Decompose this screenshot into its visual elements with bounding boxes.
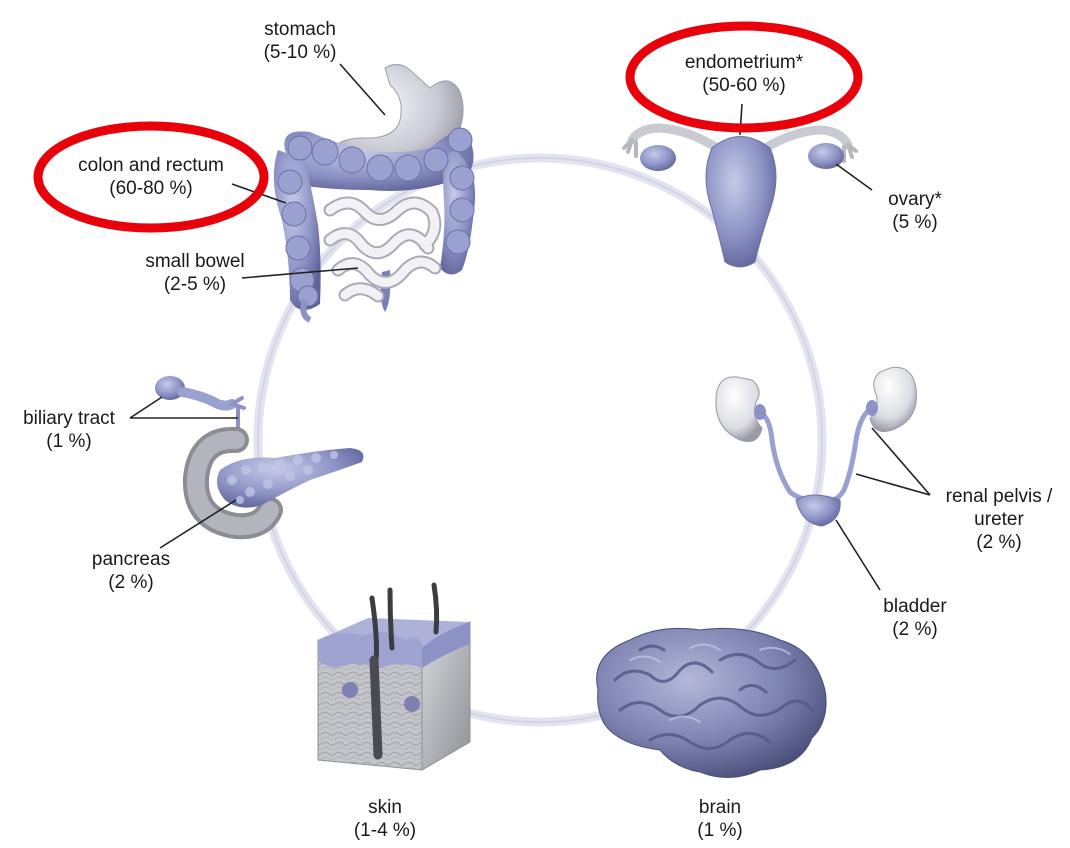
pancreas-value: (2 %) — [66, 571, 196, 594]
renal-name-2: ureter — [930, 508, 1068, 531]
stomach-value: (5-10 %) — [235, 41, 365, 64]
brain-illustration — [597, 628, 826, 777]
renal-name: renal pelvis / — [930, 485, 1068, 508]
skin-illustration — [318, 585, 470, 770]
kidney-pelvis-right — [866, 400, 878, 416]
biliary-value: (1 %) — [4, 430, 134, 453]
endometrium-name: endometrium* — [664, 51, 824, 74]
biliary-name: biliary tract — [4, 407, 134, 430]
ovary-name: ovary* — [860, 188, 970, 211]
small-bowel-name: small bowel — [120, 250, 270, 273]
label-stomach: stomach (5-10 %) — [235, 18, 365, 64]
skin-value: (1-4 %) — [330, 819, 440, 842]
endometrium-value: (50-60 %) — [664, 74, 824, 97]
leader-stomach — [340, 64, 385, 115]
pancreas-illustration — [196, 440, 364, 526]
small-bowel-value: (2-5 %) — [120, 273, 270, 296]
ovary-left — [640, 145, 676, 171]
label-ovary: ovary* (5 %) — [860, 188, 970, 234]
kidney-pelvis-left — [754, 404, 766, 420]
brain-name: brain — [670, 796, 770, 819]
pancreas-name: pancreas — [66, 548, 196, 571]
biliary-tract-illustration — [155, 376, 244, 430]
brain-value: (1 %) — [670, 819, 770, 842]
leader-ovary — [836, 164, 872, 190]
leader-bladder — [836, 520, 880, 590]
skin-name: skin — [330, 796, 440, 819]
renal-value: (2 %) — [930, 531, 1068, 554]
label-pancreas: pancreas (2 %) — [66, 548, 196, 594]
bladder-illustration — [796, 495, 840, 526]
leader-renal-1 — [872, 428, 930, 495]
label-endometrium: endometrium* (50-60 %) — [664, 51, 824, 97]
small-bowel-illustration — [330, 203, 435, 296]
bladder-value: (2 %) — [860, 618, 970, 641]
label-renal-pelvis: renal pelvis / ureter (2 %) — [930, 485, 1068, 554]
stomach-name: stomach — [235, 18, 365, 41]
bladder-name: bladder — [860, 595, 970, 618]
label-colon: colon and rectum (60-80 %) — [66, 154, 236, 200]
label-brain: brain (1 %) — [670, 796, 770, 842]
uterus-illustration — [624, 128, 856, 267]
label-bladder: bladder (2 %) — [860, 595, 970, 641]
colon-name: colon and rectum — [66, 154, 236, 177]
label-biliary-tract: biliary tract (1 %) — [4, 407, 134, 453]
label-skin: skin (1-4 %) — [330, 796, 440, 842]
colon-value: (60-80 %) — [66, 177, 236, 200]
leader-biliary-1 — [130, 397, 162, 418]
label-small-bowel: small bowel (2-5 %) — [120, 250, 270, 296]
ovary-value: (5 %) — [860, 211, 970, 234]
leader-renal-2 — [856, 474, 930, 495]
